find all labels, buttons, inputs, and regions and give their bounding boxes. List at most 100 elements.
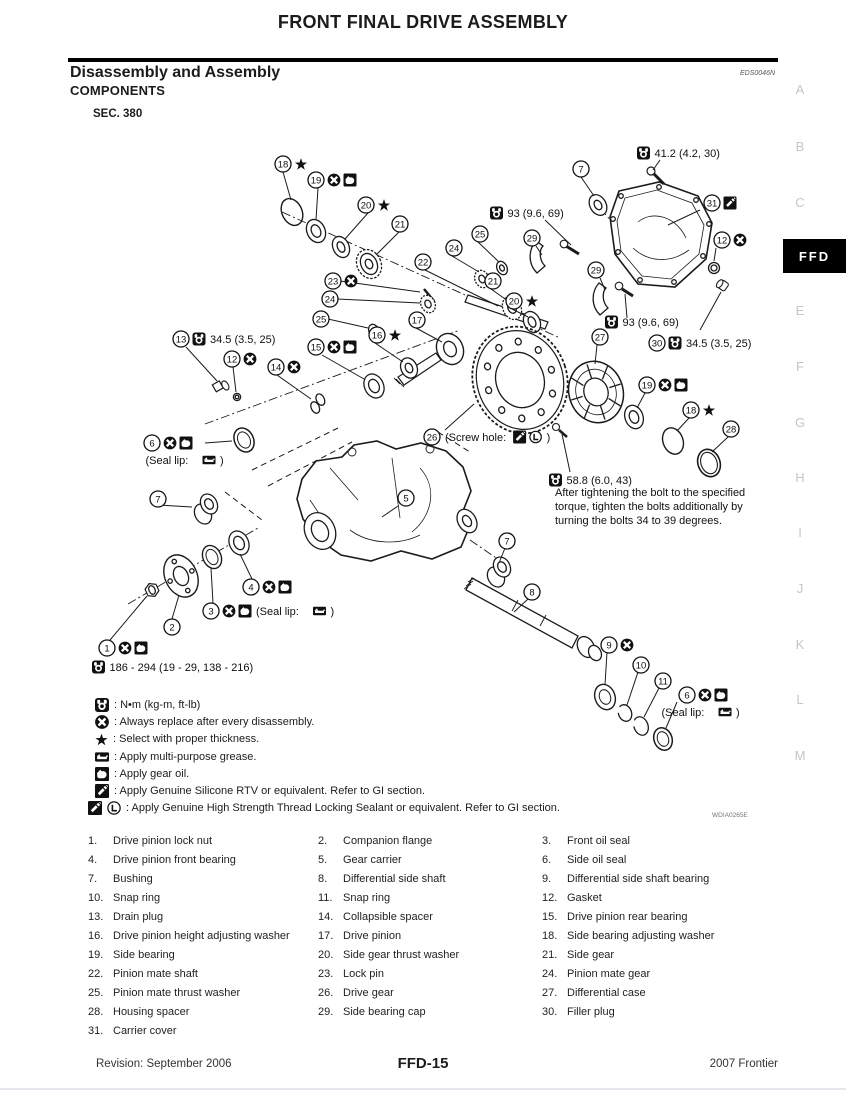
gearoil-icon	[714, 688, 728, 702]
gearoil-icon	[343, 173, 357, 187]
callout-15	[307, 338, 325, 356]
part-drive-gear	[471, 325, 569, 435]
gearoil-icon	[674, 378, 688, 392]
part-name: Drive pinion height adjusting washer	[113, 929, 290, 942]
annotation: 10	[632, 656, 650, 674]
callout-3	[202, 602, 220, 620]
svg-text:22: 22	[418, 257, 429, 268]
select-thickness-star-icon	[525, 295, 539, 307]
annotation: 24	[321, 290, 339, 308]
annotation: 17	[408, 311, 426, 329]
part-item-13: 13.Drain plug	[88, 907, 318, 926]
part-name: Differential side shaft	[343, 872, 446, 885]
callout-6	[143, 434, 161, 452]
callout-24	[445, 239, 463, 257]
part-item-26: 26.Drive gear	[318, 983, 542, 1002]
part-number: 8.	[318, 872, 328, 885]
callout-20	[357, 196, 375, 214]
part-item-23: 23.Lock pin	[318, 964, 542, 983]
annotation: 7	[572, 160, 590, 178]
side-index-letter-b: B	[795, 139, 805, 154]
part-name: Gear carrier	[343, 853, 402, 866]
part-item-15: 15.Drive pinion rear bearing	[542, 907, 778, 926]
svg-text:7: 7	[504, 536, 509, 547]
side-tab-ffd: FFD	[783, 239, 846, 273]
footer-revision: Revision: September 2006	[96, 1058, 232, 1070]
annotation: 31	[703, 194, 737, 212]
part-number: 23.	[318, 967, 334, 980]
subsection-heading: COMPONENTS	[70, 83, 166, 98]
svg-text:6: 6	[684, 690, 689, 701]
part-number: 31.	[88, 1024, 104, 1037]
side-index-letter-a: A	[795, 82, 805, 97]
part-number: 19.	[88, 948, 104, 961]
part-number: 30.	[542, 1005, 558, 1018]
leader-lines	[109, 159, 729, 729]
svg-text:30: 30	[652, 338, 663, 349]
annotation: 6	[678, 686, 728, 704]
legend-row-3: : Select with proper thickness.	[95, 731, 560, 748]
grease-icon	[718, 707, 732, 717]
part-number: 14.	[318, 910, 334, 923]
part-number: 28.	[88, 1005, 104, 1018]
callout-31	[703, 194, 721, 212]
svg-text:21: 21	[395, 219, 406, 230]
part-number: 24.	[542, 967, 558, 980]
part-side-oil-seal-left	[233, 427, 255, 453]
part-side-shaft-train	[463, 556, 674, 751]
lockL-icon	[107, 801, 121, 816]
annotation-text: (Screw hole:	[445, 432, 506, 444]
svg-text:9: 9	[606, 640, 611, 651]
part-number: 12.	[542, 891, 558, 904]
annotation: 5	[397, 489, 415, 507]
annotation-text: 41.2 (4.2, 30)	[655, 148, 720, 160]
part-item-17: 17.Drive pinion	[318, 926, 542, 945]
callout-6	[678, 686, 696, 704]
svg-text:After tightening the bolt to t: After tightening the bolt to the specifi…	[555, 487, 745, 499]
annotation-text: )	[220, 455, 224, 467]
part-name: Companion flange	[343, 834, 433, 847]
part-item-20: 20.Side gear thrust washer	[318, 945, 542, 964]
part-name: Side oil seal	[567, 853, 627, 866]
part-number: 5.	[318, 853, 328, 866]
grease-icon	[313, 606, 326, 616]
annotation-text: 58.8 (6.0, 43)	[567, 475, 632, 487]
sec-number: SEC. 380	[93, 108, 143, 120]
part-housing-spacer	[696, 448, 722, 478]
svg-text:19: 19	[642, 380, 653, 391]
part-companion-flange-train	[144, 493, 250, 598]
annotation: 2	[163, 618, 181, 636]
annotation: 22	[414, 253, 432, 271]
replace-icon	[326, 172, 342, 188]
annotation: 29	[523, 229, 541, 247]
svg-text:20: 20	[509, 296, 520, 307]
svg-text:29: 29	[591, 265, 602, 276]
part-name: Differential case	[567, 986, 646, 999]
svg-text:8: 8	[529, 587, 534, 598]
svg-text:24: 24	[325, 294, 336, 305]
part-item-22: 22.Pinion mate shaft	[88, 964, 318, 983]
torque-icon	[91, 659, 106, 675]
annotation: 3(Seal lip:)	[202, 602, 334, 620]
callout-27	[591, 328, 609, 346]
svg-text:28: 28	[726, 424, 737, 435]
silicone-icon	[95, 784, 109, 799]
svg-text:11: 11	[658, 676, 668, 687]
part-item-30: 30.Filler plug	[542, 1002, 778, 1021]
annotation: 27	[591, 328, 609, 346]
annotation: 18	[682, 401, 716, 419]
part-number: 7.	[88, 872, 98, 885]
legend-text: : Apply multi-purpose grease.	[114, 750, 257, 763]
part-item-25: 25.Pinion mate thrust washer	[88, 983, 318, 1002]
svg-text:25: 25	[475, 229, 486, 240]
annotation: 93 (9.6, 69)	[604, 314, 679, 330]
annotation-text: )	[547, 432, 551, 444]
part-name: Pinion mate shaft	[113, 967, 198, 980]
svg-text:31: 31	[707, 198, 718, 209]
part-cover-bolt	[646, 166, 666, 186]
svg-text:4: 4	[248, 582, 253, 593]
callout-17	[408, 311, 426, 329]
part-drive-pinion	[310, 332, 465, 414]
